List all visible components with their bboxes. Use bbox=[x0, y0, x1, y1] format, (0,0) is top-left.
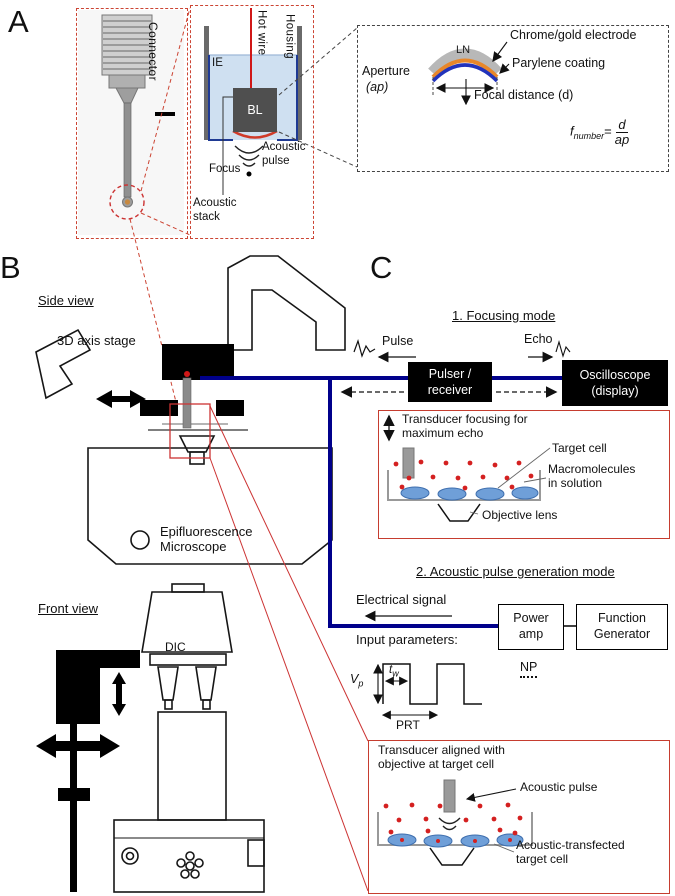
target-cell-label: Target cell bbox=[552, 441, 607, 455]
pulse-inset-drawing bbox=[377, 779, 533, 866]
target-cells bbox=[400, 486, 539, 501]
front-view-title: Front view bbox=[38, 601, 98, 616]
parylene-layer bbox=[431, 63, 499, 83]
parylene-coating-label: Parylene coating bbox=[512, 56, 606, 70]
pulse-label: Pulse bbox=[382, 334, 414, 348]
aperture-label: Aperture bbox=[362, 64, 410, 78]
chrome-gold-electrode-label: Chrome/gold electrode bbox=[510, 28, 637, 42]
signal-wiring bbox=[200, 339, 576, 628]
transducer-rod bbox=[182, 377, 192, 429]
petri-dish bbox=[377, 812, 533, 846]
target-cell-pointer bbox=[497, 447, 551, 489]
prt-label: PRT bbox=[396, 718, 420, 732]
np-label: NP bbox=[520, 660, 538, 678]
housing-label: Housing bbox=[283, 14, 296, 59]
echo-waveform-icon bbox=[555, 340, 571, 358]
petri-dish bbox=[387, 470, 541, 501]
coax-cable-blue bbox=[200, 376, 562, 628]
focusing-inset-drawing bbox=[383, 414, 551, 522]
oscilloscope-box: Oscilloscope(display) bbox=[562, 360, 668, 406]
objective-lens-label: Objective lens bbox=[482, 508, 558, 522]
stage-zoom-lines bbox=[209, 405, 369, 892]
macromolecule-dots bbox=[393, 459, 534, 491]
acoustic-pulse-label: Acoustic pulse bbox=[262, 141, 306, 167]
front-view-stage bbox=[36, 650, 140, 892]
lens-arc bbox=[232, 129, 278, 139]
microscope-front-view bbox=[113, 583, 265, 893]
tip-zoom-circle bbox=[109, 184, 145, 220]
dic-label: DIC bbox=[165, 640, 186, 654]
side-view-title: Side view bbox=[38, 293, 94, 308]
hot-wire-label: Hot wire bbox=[255, 10, 268, 56]
focusing-inset-frame bbox=[378, 410, 670, 539]
connector-label: Connector bbox=[146, 22, 161, 81]
z-translation-arrow-icon bbox=[112, 672, 126, 716]
connector-photo-frame bbox=[76, 8, 188, 239]
acoustic-pulse-pointer bbox=[465, 788, 517, 802]
focus-label: Focus bbox=[209, 163, 241, 175]
panel-a-label: A bbox=[8, 4, 29, 39]
macromolecules-pointer bbox=[523, 477, 547, 483]
lens-detail-frame bbox=[357, 25, 669, 172]
acoustic-stack-pointer bbox=[222, 96, 233, 195]
connector-photo bbox=[78, 10, 184, 235]
ie-label: IE bbox=[212, 57, 223, 69]
mode1-title: 1. Focusing mode bbox=[452, 308, 556, 323]
pulser-receiver-box: Pulser /receiver bbox=[408, 362, 492, 402]
panel-b-label: B bbox=[0, 250, 21, 285]
pulse-inset-frame bbox=[368, 740, 670, 894]
pulse-train bbox=[382, 663, 482, 705]
acoustic-wave-icon bbox=[234, 145, 264, 167]
lithium-niobate-layer bbox=[428, 48, 502, 78]
lens-detail-drawing bbox=[428, 41, 510, 106]
focal-distance-label: Focal distance (d) bbox=[474, 88, 574, 102]
ln-label: LN bbox=[456, 44, 471, 56]
stage-label: 3D axis stage bbox=[57, 333, 136, 348]
acoustic-pulse-label-inset: Acoustic pulse bbox=[520, 780, 598, 794]
panel-c-label: C bbox=[370, 250, 393, 285]
tw-label: tw bbox=[389, 664, 399, 679]
mode2-title: 2. Acoustic pulse generation mode bbox=[416, 564, 615, 579]
input-parameter-waveform bbox=[373, 663, 482, 720]
lens-zoom-connectors bbox=[278, 27, 358, 168]
electrical-signal-label: Electrical signal bbox=[356, 592, 447, 607]
objective-lens-shape bbox=[437, 503, 481, 522]
input-parameters-label: Input parameters: bbox=[356, 632, 458, 647]
transfected-cell-pointer bbox=[493, 843, 515, 853]
chrome-gold-layer bbox=[431, 58, 499, 79]
vp-label: Vp bbox=[350, 672, 364, 689]
focus-dot bbox=[246, 171, 252, 177]
pulse-waveform-icon bbox=[353, 339, 376, 358]
x-translation-arrow-icon bbox=[36, 734, 120, 758]
objective-lens-shape bbox=[429, 847, 475, 866]
macromolecule-dots bbox=[383, 802, 523, 843]
transducer-schematic-frame bbox=[190, 5, 314, 239]
echo-label: Echo bbox=[524, 332, 553, 346]
aperture-symbol-label: (ap) bbox=[366, 80, 389, 94]
transducer-rod bbox=[443, 779, 456, 813]
stage-zoom-rect bbox=[169, 403, 211, 459]
side-view-stage bbox=[96, 344, 244, 459]
scale-bar bbox=[155, 112, 175, 116]
acoustic-wave-icon bbox=[438, 817, 461, 831]
bl-box: BL bbox=[233, 88, 277, 132]
xy-translation-arrow-icon bbox=[96, 390, 146, 408]
acoustic-stack-label: Acoustic stack bbox=[193, 197, 237, 223]
